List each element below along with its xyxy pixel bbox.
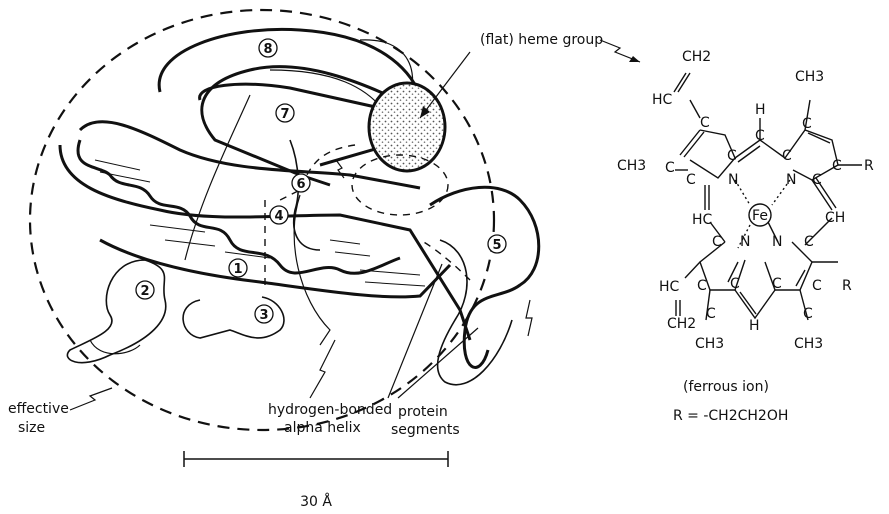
segment-label-3: 3	[255, 305, 273, 323]
carbon-label-13: C	[730, 276, 740, 292]
carbon-label-8: C	[686, 172, 696, 188]
meso-hc-left-label: HC	[692, 212, 713, 228]
heme-group-arrow	[420, 52, 470, 118]
svg-text:3: 3	[259, 308, 268, 323]
methyl-left-label: CH3	[617, 158, 646, 174]
carbon-label-11: C	[804, 234, 814, 250]
heme-disk	[369, 83, 445, 171]
segment-6-dashed	[265, 145, 470, 290]
meso-ch-right-label: CH	[825, 210, 845, 226]
carbon-label-1: C	[700, 115, 710, 131]
segment-5-chain	[430, 187, 539, 367]
carbon-label-9: C	[812, 172, 822, 188]
effective-size-label-line1: effective	[8, 401, 69, 417]
segment-label-8: 8	[259, 39, 277, 57]
svg-text:5: 5	[492, 238, 501, 253]
segment-label-1: 1	[229, 259, 247, 277]
r-right-top-label: R	[864, 158, 874, 174]
protein-segments-zigzag	[526, 300, 532, 336]
chain-connector-b	[90, 70, 390, 354]
carbon-label-15: C	[812, 278, 822, 294]
segment-label-7: 7	[276, 104, 294, 122]
vinyl-top-ch2-label: CH2	[682, 49, 711, 65]
protein-segments-label-line1: protein	[398, 404, 448, 420]
svg-text:6: 6	[296, 177, 305, 192]
scale-bar	[184, 451, 448, 467]
segment-label-4: 4	[270, 206, 288, 224]
methyl-top-right-label: CH3	[795, 69, 824, 85]
heme-group-label: (flat) heme group	[480, 32, 603, 48]
r-right-bottom-label: R	[842, 278, 852, 294]
svg-text:2: 2	[140, 284, 149, 299]
segment-2-chain	[67, 260, 165, 363]
meso-h-top-label: H	[755, 102, 766, 118]
methyl-bottom-right-label: CH3	[794, 336, 823, 352]
fe-label: Fe	[752, 208, 768, 224]
segment-label-5: 5	[488, 235, 506, 253]
r-group-definition: R = -CH2CH2OH	[673, 408, 788, 424]
svg-text:1: 1	[233, 262, 242, 277]
carbon-label-12: C	[697, 278, 707, 294]
vinyl-bottom-ch2-label: CH2	[667, 316, 696, 332]
segment-7-chain	[200, 84, 395, 165]
heme-group-zigzag-arrow-head	[629, 56, 640, 62]
carbon-label-5: C	[782, 148, 792, 164]
effective-size-arrow	[70, 388, 112, 410]
carbon-label-6: C	[802, 116, 812, 132]
segment-label-6: 6	[292, 174, 310, 192]
vinyl-bottom-hc-label: HC	[659, 279, 680, 295]
alpha-helix-label-line1: hydrogen-bonded	[268, 402, 392, 418]
carbon-label-16: C	[706, 306, 716, 322]
carbon-label-10: C	[712, 234, 722, 250]
svg-text:4: 4	[274, 209, 283, 224]
nitrogen-label-1: N	[728, 172, 738, 188]
carbon-label-3: C	[755, 128, 765, 144]
svg-text:8: 8	[263, 42, 272, 57]
meso-h-bottom-label: H	[749, 318, 760, 334]
carbon-label-2: C	[665, 160, 675, 176]
vinyl-top-hc-label: HC	[652, 92, 673, 108]
svg-text:7: 7	[280, 107, 289, 122]
scale-label: 30 Å	[300, 493, 332, 510]
alpha-helix-label-line2: alpha helix	[284, 420, 361, 436]
heme-structure: Fe CH2 HC C CH3 CH3 C H C C C C C R N N …	[617, 49, 874, 352]
protein-segments-arrow-2	[398, 328, 478, 398]
effective-size-label-line2: size	[18, 420, 45, 436]
ferrous-ion-label: (ferrous ion)	[683, 379, 769, 395]
segment-label-2: 2	[136, 281, 154, 299]
carbon-label-17: C	[803, 306, 813, 322]
methyl-bottom-left-label: CH3	[695, 336, 724, 352]
carbon-label-4: C	[727, 148, 737, 164]
nitrogen-label-4: N	[772, 234, 782, 250]
nitrogen-label-2: N	[786, 172, 796, 188]
carbon-label-7: C	[832, 158, 842, 174]
alpha-helix-arrow	[310, 340, 335, 398]
protein-segments-label-line2: segments	[391, 422, 460, 438]
effective-size-outline	[30, 10, 494, 430]
carbon-label-14: C	[772, 276, 782, 292]
segment-5-return	[438, 240, 512, 385]
nitrogen-label-3: N	[740, 234, 750, 250]
